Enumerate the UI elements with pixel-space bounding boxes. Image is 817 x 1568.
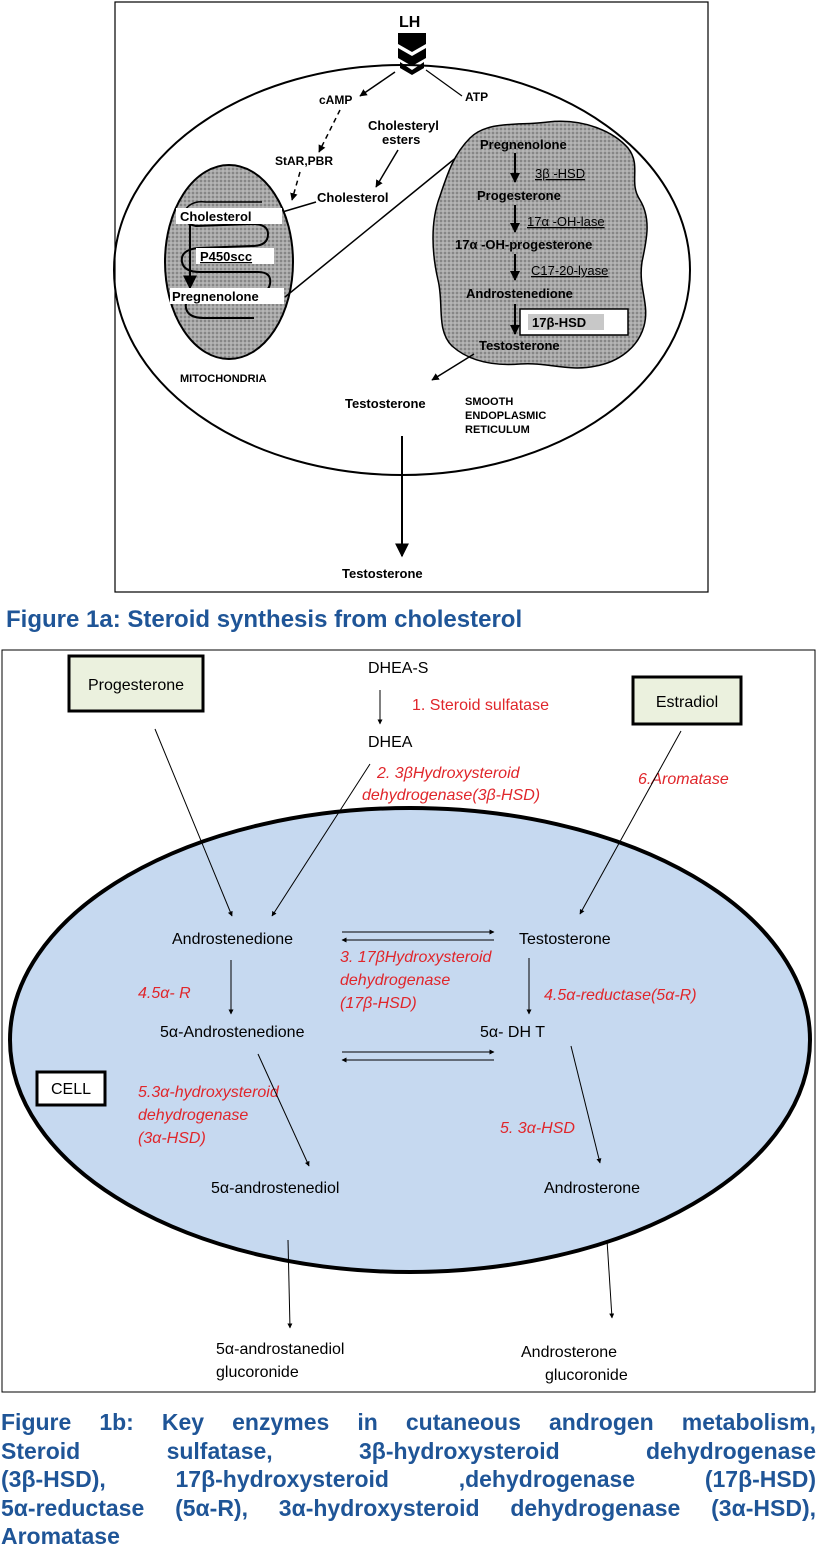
cell-label: CELL <box>51 1081 91 1098</box>
enzyme-2-line-1: 2. 3βHydroxysteroid <box>376 765 521 782</box>
dht-label: 5α- DH T <box>480 1024 545 1041</box>
progesterone-box <box>67 654 205 713</box>
lh-to-camp-arrow <box>359 71 396 97</box>
figure-1b-caption-line-3: (3β-HSD), 17β-hydroxysteroid ,dehydrogen… <box>1 1466 816 1492</box>
enzyme-4-right-label: 4.5α-reductase(5α-R) <box>544 987 697 1004</box>
figure-1b: Progesterone Estradiol DHEA-S 1. Steroid… <box>1 649 816 1393</box>
atp-label: ATP <box>465 90 488 104</box>
star-to-cholesterol-arrow <box>290 171 301 201</box>
mito-cholesterol-label: Cholesterol <box>180 209 252 224</box>
figure-1b-caption-line-4: 5α-reductase (5α-R), 3α-hydroxysteroid d… <box>1 1494 816 1521</box>
figure-1b-caption-line-1: Figure 1b: Key enzymes in cutaneous andr… <box>1 1409 816 1435</box>
lh-receptor-icon <box>398 33 426 75</box>
hsd17b-label: 17β-HSD <box>532 315 586 330</box>
cholesterol-cytoplasm-label: Cholesterol <box>317 190 389 205</box>
androsterone-label: Androsterone <box>544 1180 640 1197</box>
star-pbr-label: StAR,PBR <box>275 154 333 168</box>
esters-to-cholesterol-arrow <box>375 149 399 188</box>
figure-1b-caption-line-5: Aromatase <box>1 1523 120 1549</box>
mitochondria-label: MITOCHONDRIA <box>180 373 267 385</box>
estradiol-box-label: Estradiol <box>656 694 718 711</box>
enzyme-3-line-3: (17β-HSD) <box>340 995 417 1012</box>
smooth-er-blob <box>432 120 648 369</box>
androstanediol-gluc-line-2: glucoronide <box>216 1364 299 1381</box>
ser-label-3: RETICULUM <box>465 424 530 436</box>
androstanediol-gluc-line-1: 5α-androstanediol <box>216 1341 344 1358</box>
figure-1b-caption-line-2: Steroid sulfatase, 3β-hydroxysteroid deh… <box>1 1437 816 1464</box>
lh-label: LH <box>399 14 420 31</box>
progesterone-to-androstenedione-arrow <box>154 728 233 917</box>
androsterone-gluc-line-1: Androsterone <box>521 1344 617 1361</box>
estradiol-to-testosterone-arrow <box>579 730 682 915</box>
enzyme-6-label: 6.Aromatase <box>638 771 729 788</box>
androstenedione-1a-label: Androstenedione <box>466 286 573 301</box>
enzyme-4-left-label: 4.5α- R <box>138 985 191 1002</box>
enzyme-5-left-line-1: 5.3α-hydroxysteroid <box>138 1084 280 1101</box>
lyase-label: C17-20-lyase <box>531 263 608 278</box>
cholesteryl-esters-label-1: Cholesteryl <box>368 118 439 133</box>
androstenediol-exit-arrow <box>287 1239 293 1329</box>
p450scc-label: P450scc <box>200 249 252 264</box>
a-androstenedione-to-androstenediol-arrow <box>257 1053 310 1167</box>
figure-1a-caption: Figure 1a: Steroid synthesis from choles… <box>6 606 523 633</box>
oh-lase-label: 17α -OH-lase <box>527 214 605 229</box>
ser-label-2: ENDOPLASMIC <box>465 410 546 422</box>
enzyme-1-label: 1. Steroid sulfatase <box>412 697 549 714</box>
pregnenolone-to-er-arrow <box>284 142 475 298</box>
cholesteryl-esters-label-2: esters <box>382 132 420 147</box>
lh-to-atp-line <box>425 69 463 97</box>
testosterone-label: Testosterone <box>519 931 611 948</box>
mito-pregnenolone-label: Pregnenolone <box>172 289 259 304</box>
dht-to-androsterone-arrow <box>570 1045 602 1164</box>
er-testosterone-label: Testosterone <box>479 338 560 353</box>
enzyme-5-left-line-3: (3α-HSD) <box>138 1130 206 1147</box>
camp-to-star-arrow <box>318 109 341 153</box>
er-pregnenolone-label: Pregnenolone <box>480 137 567 152</box>
cell-testosterone-label: Testosterone <box>345 396 426 411</box>
ser-label-1: SMOOTH <box>465 396 513 408</box>
cell-label-box <box>35 1070 107 1107</box>
androsterone-gluc-line-2: glucoronide <box>545 1367 628 1384</box>
cell-ellipse <box>8 806 812 1274</box>
enzyme-5-left-line-2: dehydrogenase <box>138 1107 248 1124</box>
androstenediol-label: 5α-androstenediol <box>211 1180 339 1197</box>
dhea-to-androstenedione-arrow <box>271 763 371 917</box>
progesterone-box-label: Progesterone <box>88 677 184 694</box>
enzyme-3-line-2: dehydrogenase <box>340 972 450 989</box>
androstenedione-label: Androstenedione <box>172 931 293 948</box>
dhea-s-label: DHEA-S <box>368 660 428 677</box>
camp-label: cAMP <box>319 93 352 107</box>
enzyme-3-line-1: 3. 17βHydroxysteroid <box>340 949 493 966</box>
progesterone-label: Progesterone <box>477 188 561 203</box>
androsterone-exit-arrow <box>606 1239 615 1319</box>
estradiol-box <box>631 675 743 726</box>
enzyme-2-line-2: dehydrogenase(3β-HSD) <box>362 787 540 804</box>
oh-progesterone-label: 17α -OH-progesterone <box>455 237 592 252</box>
out-testosterone-label: Testosterone <box>342 566 423 581</box>
dhea-label: DHEA <box>368 734 413 751</box>
enzyme-5-right-label: 5. 3α-HSD <box>500 1120 575 1137</box>
figure-1a: LH cAMP ATP StAR,PBR Cholesteryl esters … <box>113 1 709 593</box>
a-androstenedione-label: 5α-Androstenedione <box>160 1024 305 1041</box>
figure-1b-caption: Figure 1b: Key enzymes in cutaneous andr… <box>1 1408 816 1551</box>
er-to-cell-testosterone-arrow <box>431 353 475 381</box>
hsd3b-label: 3β -HSD <box>535 166 585 181</box>
